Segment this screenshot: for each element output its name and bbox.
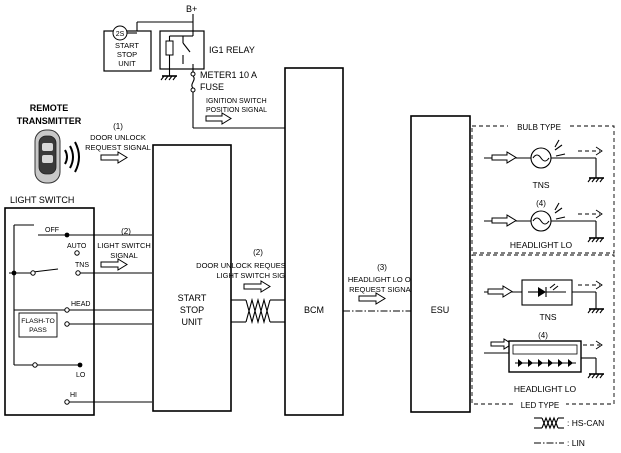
led-array-icon xyxy=(515,359,576,367)
switch-position-tns: TNS xyxy=(75,262,89,269)
led-tns-label: TNS xyxy=(540,312,557,322)
esu-label: ESU xyxy=(431,305,450,315)
legend: : HS-CAN : LIN xyxy=(534,416,604,448)
bplus-label: B+ xyxy=(186,4,197,14)
bulb-tns-arrow xyxy=(491,151,517,164)
esu-box xyxy=(410,115,471,413)
legend-lin: : LIN xyxy=(567,438,585,448)
bulb-headlight-label: HEADLIGHT LO xyxy=(510,240,573,250)
bcm-label: BCM xyxy=(304,305,324,315)
start-stop-unit-top-line2: STOP xyxy=(117,50,137,59)
switch-position-hi: HI xyxy=(70,392,77,399)
signal3-arrow xyxy=(358,292,386,305)
start-stop-unit-line1: START xyxy=(178,293,207,303)
start-stop-unit-top-line3: UNIT xyxy=(118,59,136,68)
remote-label-line1: REMOTE xyxy=(30,103,69,113)
signal1-arrow xyxy=(100,151,128,164)
ground-icon xyxy=(160,75,177,81)
signal2b-number: (2) xyxy=(253,248,263,257)
ignition-signal-line1: IGNITION SWITCH xyxy=(206,98,267,105)
start-stop-unit-line3: UNIT xyxy=(182,317,203,327)
legend-hs-can: : HS-CAN xyxy=(567,418,604,428)
led-type-title: LED TYPE xyxy=(521,401,560,410)
switch-position-lo: LO xyxy=(76,372,86,379)
hs-can-bus xyxy=(231,297,285,325)
led-type-frame xyxy=(471,254,615,405)
switch-position-flash-line2: PASS xyxy=(29,327,47,334)
relay-coil-icon xyxy=(165,40,174,56)
start-stop-unit-line2: STOP xyxy=(180,305,204,315)
flash-to-pass-box xyxy=(18,312,58,338)
bulb-type-title: BULB TYPE xyxy=(517,123,561,132)
switch-position-auto: AUTO xyxy=(67,243,87,250)
radio-waves-icon xyxy=(64,141,80,173)
light-switch-group: LIGHT SWITCH OFF AUTO TNS HEAD FLASH-TO … xyxy=(4,195,152,416)
start-stop-unit-top-box xyxy=(103,30,152,72)
signal1-line2: REQUEST SIGNAL xyxy=(85,143,151,152)
signal2a-number: (2) xyxy=(121,227,131,236)
light-rays-icon xyxy=(554,202,566,220)
led-headlight-number: (4) xyxy=(538,331,548,340)
power-supply-group: B+ 2S START STOP UNIT IG1 RELAY xyxy=(103,4,285,129)
remote-transmitter-group: REMOTE TRANSMITTER (1) DOOR UNLOCK REQUE… xyxy=(17,103,151,184)
bulb-tns-label: TNS xyxy=(533,180,550,190)
led-headlight-arrow xyxy=(490,338,513,350)
led-tns-arrow xyxy=(487,285,513,298)
signal2a-line1: LIGHT SWITCH xyxy=(97,241,151,250)
ignition-signal-line2: POSITION SIGNAL xyxy=(206,107,267,114)
remote-label-line2: TRANSMITTER xyxy=(17,116,82,126)
light-rays-icon xyxy=(554,139,566,157)
signal1-number: (1) xyxy=(113,122,123,131)
signal2b-arrow xyxy=(243,280,271,293)
bulb-headlight-number: (4) xyxy=(536,199,546,208)
led-type-group: LED TYPE TNS (4) xyxy=(471,254,615,410)
bulb-type-group: BULB TYPE TNS (4) xyxy=(471,121,615,254)
signal2b-line1: DOOR UNLOCK REQUEST SIGNAL xyxy=(196,261,320,270)
signal3-line2: REQUEST SIGNAL xyxy=(349,285,415,294)
signal2a-line2: SIGNAL xyxy=(110,251,138,260)
remote-key-fob-icon xyxy=(34,129,61,184)
start-stop-unit-top-line1: START xyxy=(115,41,139,50)
signal3-line1: HEADLIGHT LO ON xyxy=(348,275,416,284)
light-switch-box xyxy=(4,207,95,416)
switch-position-flash-line1: FLASH-TO xyxy=(21,318,55,325)
ignition-signal-arrow xyxy=(205,112,232,125)
led-headlight-label: HEADLIGHT LO xyxy=(514,384,577,394)
signal1-line1: DOOR UNLOCK xyxy=(90,133,146,142)
signal2a-arrow xyxy=(100,258,128,271)
switch-position-head: HEAD xyxy=(71,301,90,308)
hs-can-legend-icon xyxy=(534,416,564,430)
fuse-label-line1: METER1 10 A xyxy=(200,70,257,80)
signal2b-line2: LIGHT SWITCH SIGNAL xyxy=(216,271,299,280)
bcm-box xyxy=(284,67,344,416)
start-stop-unit-badge-text: 2S xyxy=(116,31,125,38)
ig1-relay-label: IG1 RELAY xyxy=(209,45,255,55)
light-switch-title: LIGHT SWITCH xyxy=(10,195,74,205)
start-stop-unit-box xyxy=(152,144,232,412)
switch-position-off: OFF xyxy=(45,227,59,234)
fuse-label-line2: FUSE xyxy=(200,82,224,92)
bulb-headlight-arrow xyxy=(491,214,517,227)
signal3-number: (3) xyxy=(377,263,387,272)
